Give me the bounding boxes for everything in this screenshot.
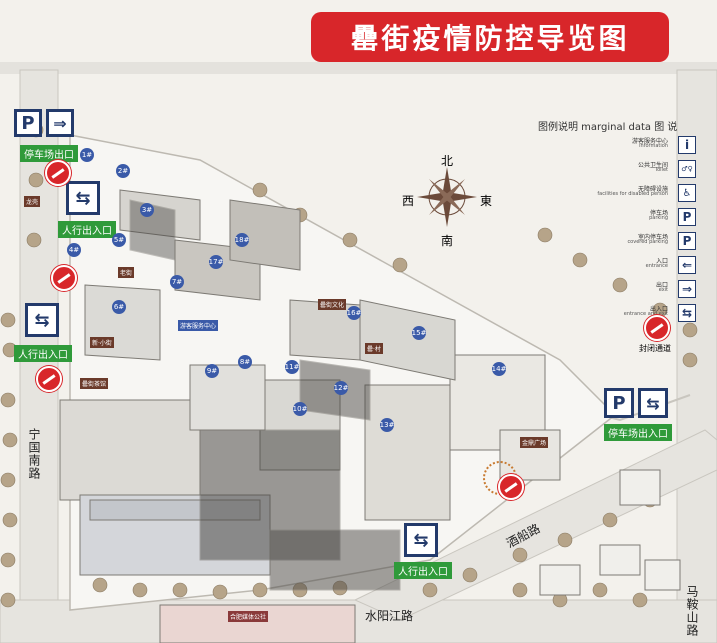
building-number: 15# xyxy=(412,326,426,340)
closed-passage-icon xyxy=(644,315,670,341)
building-tag-service-center: 游客服务中心 xyxy=(178,320,219,331)
road-label-maanshan: 马鞍山路 xyxy=(685,585,699,637)
legend-item-info: 游客服务中心 information i xyxy=(572,136,702,158)
toilet-icon: ♂♀ xyxy=(678,160,696,178)
map-legend: 图例说明 marginal data 图 说 游客服务中心 informatio… xyxy=(532,114,712,364)
closed-passage-icon xyxy=(45,160,71,186)
building-tag-xinkuai: 新·小街 xyxy=(90,337,114,348)
road-label-ningguo: 宁国南路 xyxy=(27,428,41,480)
building-number: 10# xyxy=(293,402,307,416)
compass-east: 東 xyxy=(480,194,493,208)
building-number: 6# xyxy=(112,300,126,314)
building-number: 12# xyxy=(334,381,348,395)
building-number: 9# xyxy=(205,364,219,378)
building-tag-longxuan: 龙壳 xyxy=(24,196,41,207)
pedestrian-entrance-label: 人行出入口 xyxy=(394,562,452,579)
entrance-exit-icon: ⇆ xyxy=(66,181,100,215)
building-number: 18# xyxy=(235,233,249,247)
parking-icon: P xyxy=(604,388,634,418)
pedestrian-entrance-label: 人行出入口 xyxy=(14,345,72,362)
building-tag-wenxin: 罍·村 xyxy=(365,343,383,354)
parking-entrance-label: 停车场出入口 xyxy=(604,424,672,441)
legend-item-parking: 停车场 parking P xyxy=(572,208,702,230)
exit-icon: ⇒ xyxy=(678,280,696,298)
legend-item-exit: 出口 exit ⇒ xyxy=(572,280,702,302)
building-number: 2# xyxy=(116,164,130,178)
legend-item-disabled: 无障碍设施 facilities for disabled person ♿ xyxy=(572,184,702,206)
exit-icon: ⇒ xyxy=(46,109,74,137)
building-number: 1# xyxy=(80,148,94,162)
closed-passage-label: 封闭通道 xyxy=(639,344,671,353)
page-title: 罍街疫情防控导览图 xyxy=(311,12,669,62)
building-number: 7# xyxy=(170,275,184,289)
wheelchair-icon: ♿ xyxy=(678,184,696,202)
parking-icon: P xyxy=(678,208,696,226)
closed-passage-icon xyxy=(51,265,77,291)
parking-exit-label: 停车场出口 xyxy=(20,145,78,162)
entrance-exit-icon: ⇆ xyxy=(404,523,438,557)
building-tag-jinguang: 金鼎广场 xyxy=(520,437,549,448)
compass-west: 西 xyxy=(402,194,415,208)
legend-item-covered-parking: 室内停车场 covered parking P xyxy=(572,232,702,254)
closed-passage-icon xyxy=(498,474,524,500)
building-number: 14# xyxy=(492,362,506,376)
legend-item-entrance-exit: 出入口 entrance and exit ⇆ xyxy=(572,304,702,326)
entrance-icon: ⇐ xyxy=(678,256,696,274)
building-number: 11# xyxy=(285,360,299,374)
entrance-exit-icon: ⇆ xyxy=(25,303,59,337)
building-number: 16# xyxy=(347,306,361,320)
road-label-shuiyangjiang: 水阳江路 xyxy=(365,609,414,623)
compass-rose xyxy=(417,167,477,227)
covered-parking-icon: P xyxy=(678,232,696,250)
building-tag-oldstreet: 老街 xyxy=(118,267,135,278)
entrance-exit-icon: ⇆ xyxy=(638,388,668,418)
building-number: 5# xyxy=(112,233,126,247)
entrance-exit-icon: ⇆ xyxy=(678,304,696,322)
building-tag-media: 合肥媒体公社 xyxy=(228,611,269,622)
legend-heading: 图例说明 marginal data 图 说 xyxy=(538,122,678,133)
building-number: 3# xyxy=(140,203,154,217)
compass-north: 北 xyxy=(441,154,454,168)
info-icon: i xyxy=(678,136,696,154)
parking-icon: P xyxy=(14,109,42,137)
building-number: 8# xyxy=(238,355,252,369)
building-tag-culture: 罍街文化 xyxy=(318,299,347,310)
compass-south: 南 xyxy=(441,234,454,248)
building-number: 13# xyxy=(380,418,394,432)
legend-item-entrance: 入口 entrance ⇐ xyxy=(572,256,702,278)
closed-passage-icon xyxy=(36,366,62,392)
building-number: 4# xyxy=(67,243,81,257)
buildings xyxy=(59,189,681,643)
legend-item-toilet: 公共卫生间 Toilet ♂♀ xyxy=(572,160,702,182)
building-number: 17# xyxy=(209,255,223,269)
building-tag-laojie-tea: 罍街茶馆 xyxy=(80,378,109,389)
pedestrian-entrance-label: 人行出入口 xyxy=(58,221,116,238)
